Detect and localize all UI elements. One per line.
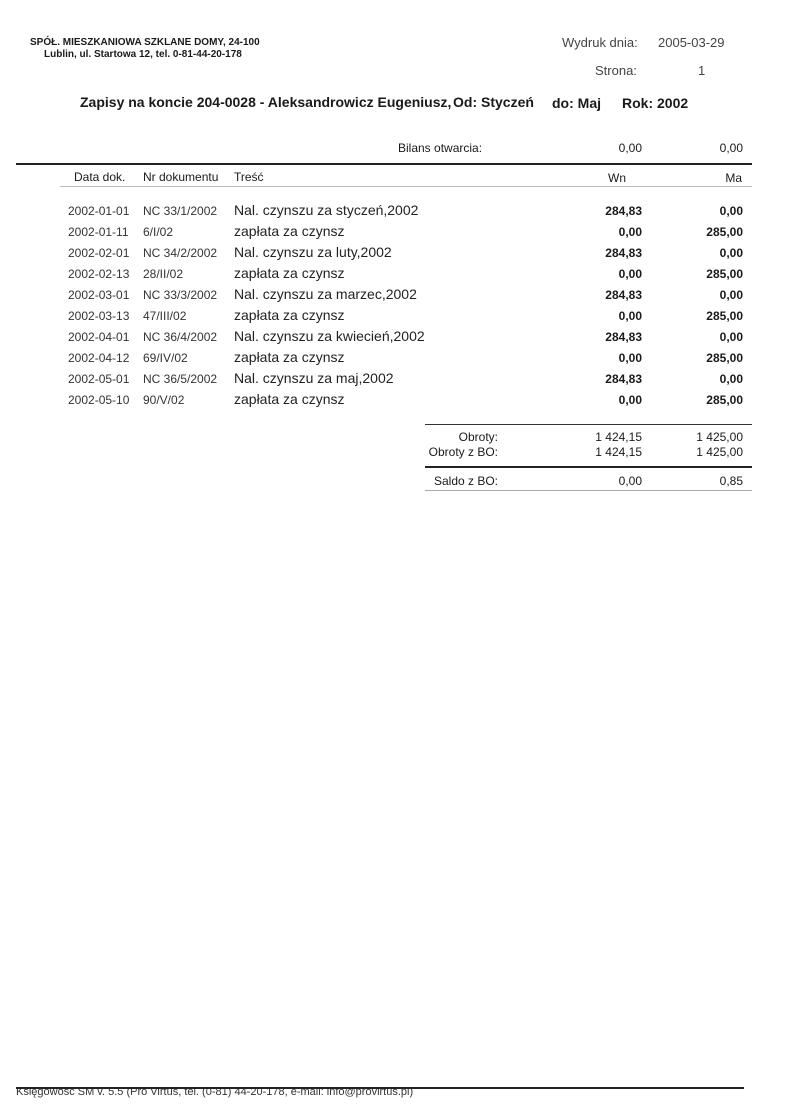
cell-doc-number: 90/V/02 <box>143 393 185 407</box>
totals-rule <box>425 424 752 425</box>
table-row: 2002-04-01 NC 36/4/2002 Nal. czynszu za kw… <box>0 327 800 348</box>
opening-balance-label: Bilans otwarcia: <box>398 141 483 155</box>
table-row: 2002-03-13 47/III/02 zapłata za czynsz 0,00… <box>0 306 800 327</box>
print-date-value: 2005-03-29 <box>658 35 725 50</box>
opening-balance-wn: 0,00 <box>618 141 642 155</box>
cell-ma: 0,00 <box>719 204 743 218</box>
cell-ma: 285,00 <box>706 267 743 281</box>
cell-wn: 284,83 <box>605 372 642 386</box>
col-header-desc: Treść <box>234 170 264 184</box>
cell-doc-number: NC 36/4/2002 <box>143 330 218 344</box>
cell-ma: 0,00 <box>719 246 743 260</box>
cell-ma: 285,00 <box>706 351 743 365</box>
table-row: 2002-04-12 69/IV/02 zapłata za czynsz 0,00 2… <box>0 348 800 369</box>
cell-date: 2002-05-01 <box>68 372 130 386</box>
turnover-bo-ma: 1 425,00 <box>696 445 743 459</box>
cell-ma: 285,00 <box>706 393 743 407</box>
cell-doc-number: 6/I/02 <box>143 225 174 239</box>
cell-description: zapłata za czynsz <box>234 265 345 281</box>
cell-date: 2002-03-13 <box>68 309 130 323</box>
col-header-ma: Ma <box>725 171 742 185</box>
footer-text: Księgowość SM v. 5.5 (Pro Virtus, tel. (… <box>16 1086 414 1098</box>
cell-description: Nal. czynszu za styczeń,2002 <box>234 202 419 218</box>
company-address: Lublin, ul. Startowa 12, tel. 0-81-44-20… <box>44 49 242 60</box>
cell-wn: 0,00 <box>618 267 642 281</box>
cell-date: 2002-01-11 <box>68 225 129 239</box>
turnover-ma: 1 425,00 <box>696 430 743 444</box>
cell-ma: 285,00 <box>706 225 743 239</box>
table-row: 2002-01-01 NC 33/1/2002 Nal. czynszu za st… <box>0 201 800 222</box>
cell-date: 2002-02-13 <box>68 267 130 281</box>
company-name: SPÓŁ. MIESZKANIOWA SZKLANE DOMY, 24-100 <box>30 37 260 48</box>
cell-wn: 0,00 <box>618 225 642 239</box>
cell-date: 2002-05-10 <box>68 393 130 407</box>
cell-wn: 0,00 <box>618 309 642 323</box>
cell-ma: 285,00 <box>706 309 743 323</box>
turnover-bo-label: Obroty z BO: <box>428 445 498 459</box>
cell-doc-number: 69/IV/02 <box>143 351 188 365</box>
balance-underline <box>425 490 752 491</box>
cell-doc-number: NC 33/3/2002 <box>143 288 218 302</box>
table-row: 2002-02-01 NC 34/2/2002 Nal. czynszu za lu… <box>0 243 800 264</box>
cell-description: zapłata za czynsz <box>234 307 345 323</box>
cell-wn: 284,83 <box>605 204 642 218</box>
table-row: 2002-01-11 6/I/02 zapłata za czynsz 0,00 285… <box>0 222 800 243</box>
cell-date: 2002-02-01 <box>68 246 130 260</box>
cell-wn: 284,83 <box>605 330 642 344</box>
cell-description: Nal. czynszu za kwiecień,2002 <box>234 328 425 344</box>
balance-wn: 0,00 <box>618 474 642 488</box>
col-header-date: Data dok. <box>74 170 126 184</box>
cell-date: 2002-04-01 <box>68 330 130 344</box>
cell-date: 2002-01-01 <box>68 204 130 218</box>
cell-ma: 0,00 <box>719 288 743 302</box>
cell-wn: 284,83 <box>605 246 642 260</box>
col-header-doc: Nr dokumentu <box>143 170 219 184</box>
cell-doc-number: NC 34/2/2002 <box>143 246 218 260</box>
report-period-from: Od: Styczeń <box>453 94 534 110</box>
cell-wn: 0,00 <box>618 393 642 407</box>
cell-doc-number: NC 33/1/2002 <box>143 204 218 218</box>
table-row: 2002-05-01 NC 36/5/2002 Nal. czynszu za ma… <box>0 369 800 390</box>
turnover-wn: 1 424,15 <box>595 430 642 444</box>
cell-doc-number: NC 36/5/2002 <box>143 372 218 386</box>
cell-description: Nal. czynszu za marzec,2002 <box>234 286 417 302</box>
cell-ma: 0,00 <box>719 330 743 344</box>
footer-rule <box>16 1087 744 1089</box>
header-rule <box>16 163 752 165</box>
print-date-label: Wydruk dnia: <box>562 35 638 50</box>
col-header-underline <box>60 186 752 187</box>
cell-doc-number: 28/II/02 <box>143 267 184 281</box>
balance-ma: 0,85 <box>719 474 743 488</box>
cell-doc-number: 47/III/02 <box>143 309 187 323</box>
cell-wn: 0,00 <box>618 351 642 365</box>
report-title: Zapisy na koncie 204-0028 - Aleksandrowi… <box>80 94 452 110</box>
cell-date: 2002-04-12 <box>68 351 130 365</box>
table-row: 2002-02-13 28/II/02 zapłata za czynsz 0,00 2… <box>0 264 800 285</box>
cell-description: zapłata za czynsz <box>234 349 345 365</box>
col-header-wn: Wn <box>608 171 626 185</box>
balance-rule <box>425 466 752 468</box>
cell-wn: 284,83 <box>605 288 642 302</box>
report-period-to: do: Maj <box>552 95 601 111</box>
turnover-label: Obroty: <box>458 430 498 444</box>
opening-balance-ma: 0,00 <box>719 141 743 155</box>
cell-ma: 0,00 <box>719 372 743 386</box>
cell-description: zapłata za czynsz <box>234 391 345 407</box>
cell-description: zapłata za czynsz <box>234 223 345 239</box>
cell-description: Nal. czynszu za luty,2002 <box>234 244 392 260</box>
page-label: Strona: <box>595 63 637 78</box>
cell-description: Nal. czynszu za maj,2002 <box>234 370 394 386</box>
balance-label: Saldo z BO: <box>433 474 498 488</box>
cell-date: 2002-03-01 <box>68 288 130 302</box>
turnover-bo-wn: 1 424,15 <box>595 445 642 459</box>
report-year: Rok: 2002 <box>622 95 689 111</box>
page-number: 1 <box>698 63 706 78</box>
table-row: 2002-05-10 90/V/02 zapłata za czynsz 0,00 28… <box>0 390 800 411</box>
table-row: 2002-03-01 NC 33/3/2002 Nal. czynszu za ma… <box>0 285 800 306</box>
